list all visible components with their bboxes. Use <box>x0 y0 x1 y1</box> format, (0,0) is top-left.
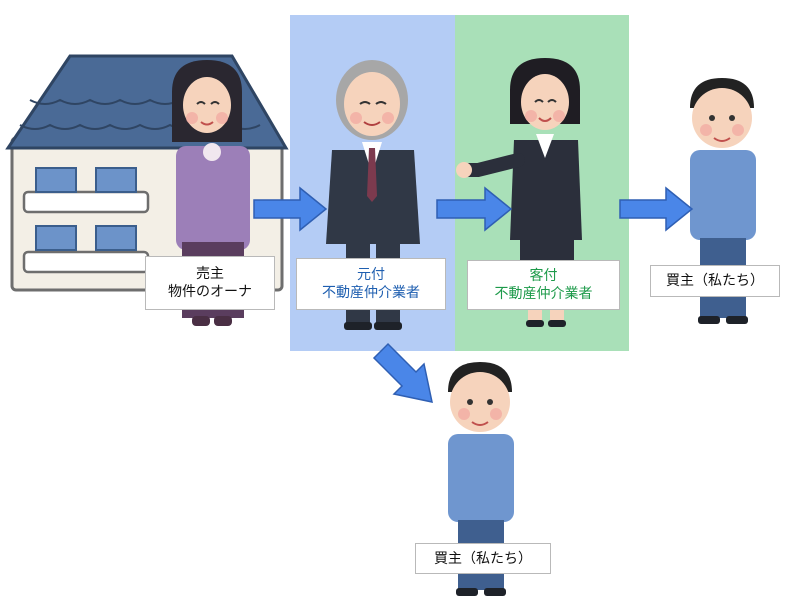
kyakuzuke-label-line2: 不動産仲介業者 <box>494 286 593 302</box>
arrow-right-icon <box>436 186 513 232</box>
agent-woman-icon <box>456 58 582 327</box>
motozuke-label-line2: 不動産仲介業者 <box>322 285 420 301</box>
elderly-agent-man-icon <box>326 60 420 330</box>
arrow-right-icon <box>619 186 694 232</box>
buyer-right-label-text: 買主（私たち） <box>666 273 764 289</box>
kyakuzuke-agent-label: 客付 不動産仲介業者 <box>467 260 620 310</box>
buyer-bottom-label-text: 買主（私たち） <box>434 550 532 567</box>
seller-label-line2: 物件のオーナ <box>168 284 252 300</box>
seller-label: 売主 物件のオーナ <box>145 256 275 310</box>
motozuke-label-line1: 元付 <box>357 267 385 283</box>
kyakuzuke-label-line1: 客付 <box>529 268 558 284</box>
buyer-right-label: 買主（私たち） <box>650 265 780 297</box>
arrow-right-icon <box>253 186 328 232</box>
motozuke-agent-label: 元付 不動産仲介業者 <box>296 258 446 310</box>
arrow-down-right-icon <box>372 342 433 403</box>
buyer-bottom-label: 買主（私たち） <box>415 543 551 574</box>
seller-label-line1: 売主 <box>196 266 224 282</box>
